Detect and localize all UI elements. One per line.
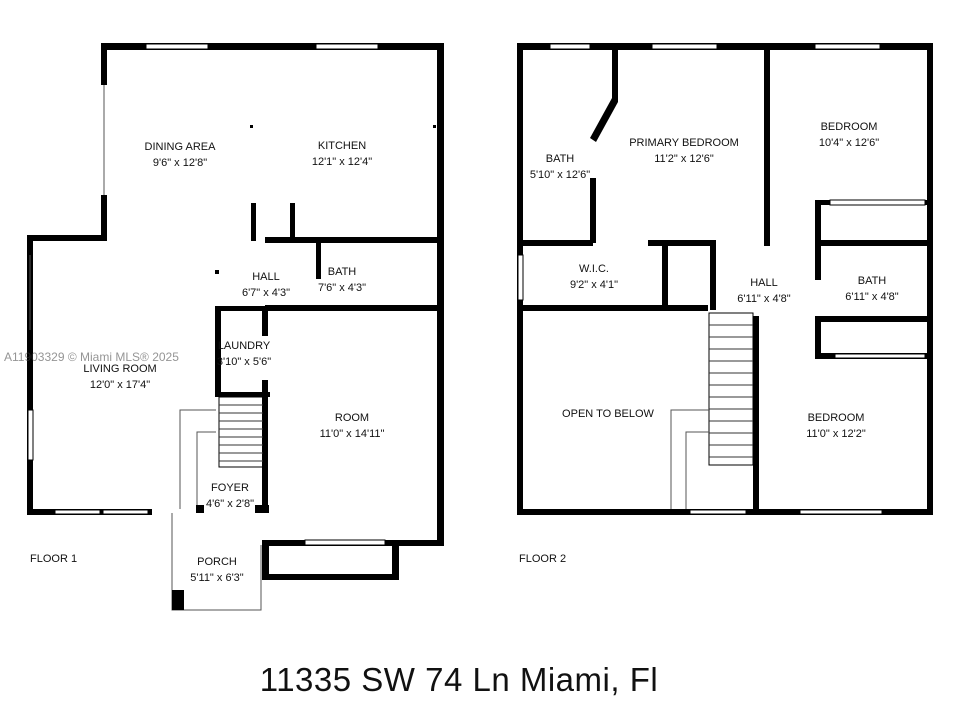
room-size: 9'2" x 4'1" bbox=[570, 279, 618, 291]
room-size: 5'10" x 12'6" bbox=[530, 169, 590, 181]
window bbox=[304, 539, 386, 546]
room-size: 3'10" x 5'6" bbox=[217, 356, 271, 368]
room-name: FOYER bbox=[211, 482, 249, 494]
floor-2-plan bbox=[517, 43, 933, 515]
room-name: DINING AREA bbox=[145, 141, 217, 153]
room-size: 6'11" x 4'8" bbox=[737, 293, 790, 305]
window bbox=[799, 509, 883, 515]
room-name: PORCH bbox=[197, 556, 237, 568]
room-name: HALL bbox=[252, 271, 280, 283]
window bbox=[689, 509, 747, 515]
room-size: 11'2" x 12'6" bbox=[654, 153, 714, 165]
room-name: BEDROOM bbox=[821, 121, 878, 133]
room-name: OPEN TO BELOW bbox=[562, 408, 655, 420]
room-size: 5'11" x 6'3" bbox=[190, 572, 243, 584]
watermark: A11903329 © Miami MLS® 2025 bbox=[4, 350, 179, 364]
window bbox=[834, 353, 926, 359]
room-size: 9'6" x 12'8" bbox=[153, 157, 207, 169]
window bbox=[315, 43, 379, 50]
floor-1-plan bbox=[27, 43, 444, 611]
room-size: 4'6" x 2'8" bbox=[206, 498, 254, 510]
room-name: BATH bbox=[858, 275, 887, 287]
address-caption: 11335 SW 74 Ln Miami, Fl bbox=[259, 661, 659, 698]
window bbox=[102, 509, 149, 515]
window bbox=[145, 43, 209, 50]
room-size: 6'7" x 4'3" bbox=[242, 287, 290, 299]
room-name: LAUNDRY bbox=[218, 340, 271, 352]
room-name: LIVING ROOM bbox=[83, 363, 156, 375]
window bbox=[829, 199, 926, 206]
window bbox=[651, 43, 718, 50]
room-name: HALL bbox=[750, 277, 778, 289]
room-size: 6'11" x 4'8" bbox=[845, 291, 898, 303]
room-name: KITCHEN bbox=[318, 140, 366, 152]
room-size: 11'0" x 12'2" bbox=[806, 428, 866, 440]
room-size: 12'1" x 12'4" bbox=[312, 156, 372, 168]
window bbox=[27, 409, 34, 461]
window bbox=[54, 509, 101, 515]
room-name: ROOM bbox=[335, 412, 369, 424]
window bbox=[549, 43, 591, 50]
room-size: 11'0" x 14'11" bbox=[320, 428, 385, 440]
room-size: 12'0" x 17'4" bbox=[90, 379, 150, 391]
room-name: BATH bbox=[546, 153, 575, 165]
floor-2-labels: BATH 5'10" x 12'6" PRIMARY BEDROOM 11'2"… bbox=[530, 121, 899, 440]
floor-1-labels: DINING AREA 9'6" x 12'8" KITCHEN 12'1" x… bbox=[83, 140, 384, 584]
window bbox=[814, 43, 881, 50]
room-name: BATH bbox=[328, 266, 357, 278]
room-size: 10'4" x 12'6" bbox=[819, 137, 879, 149]
window bbox=[517, 254, 524, 301]
floor-2-label: FLOOR 2 bbox=[519, 553, 566, 565]
floor-1-label: FLOOR 1 bbox=[30, 553, 77, 565]
room-name: BEDROOM bbox=[808, 412, 865, 424]
room-name: W.I.C. bbox=[579, 263, 609, 275]
room-size: 7'6" x 4'3" bbox=[318, 282, 366, 294]
room-name: PRIMARY BEDROOM bbox=[629, 137, 739, 149]
